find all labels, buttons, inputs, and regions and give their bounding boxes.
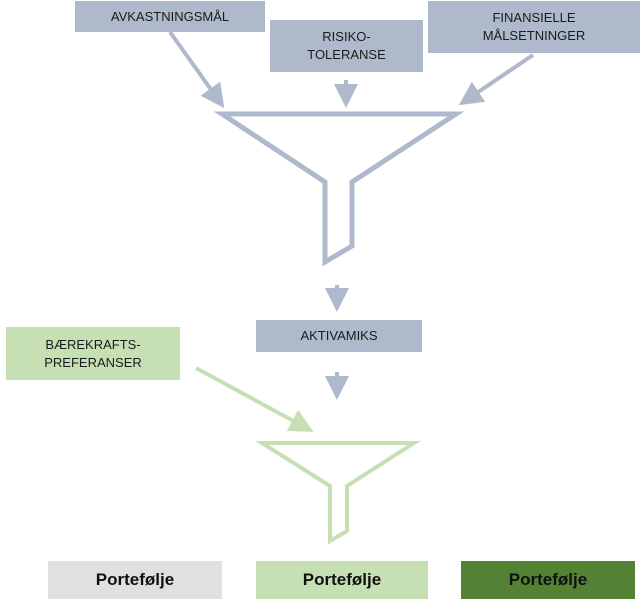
portfolio-dark-green-label: Portefølje [508, 570, 588, 589]
portfolio-light-green: Portefølje [256, 561, 428, 599]
baerekraft-box: BÆREKRAFTS- PREFERANSER [6, 327, 180, 380]
portfolio-grey-label: Portefølje [95, 570, 175, 589]
portfolio-dark-green: Portefølje [461, 561, 635, 599]
funnel-grey [213, 111, 465, 267]
arrow-finansielle [458, 53, 535, 106]
baerekraft-label-1: BÆREKRAFTS- [45, 336, 141, 352]
finansielle-label-1: FINANSIELLE [492, 10, 576, 25]
finansielle-label-2: MÅLSETNINGER [482, 28, 586, 43]
portfolio-grey: Portefølje [48, 561, 222, 599]
risikotoleranse-box: RISIKO- TOLERANSE [270, 20, 423, 72]
avkastningsmal-label: AVKASTNINGSMÅL [110, 8, 230, 24]
funnel-green [255, 441, 421, 545]
baerekraft-label-2: PREFERANSER [44, 354, 142, 370]
arrow-baerekraft [195, 366, 314, 432]
risikotoleranse-label-2: TOLERANSE [307, 47, 386, 62]
avkastningsmal-box: AVKASTNINGSMÅL [75, 1, 265, 32]
aktivamiks-label: AKTIVAMIKS [300, 328, 378, 343]
aktivamiks-box: AKTIVAMIKS [256, 320, 422, 352]
risikotoleranse-label-1: RISIKO- [322, 29, 371, 44]
portfolio-light-green-label: Portefølje [302, 570, 382, 589]
arrow-avkastning [168, 30, 225, 109]
finansielle-malsetninger-box: FINANSIELLE MÅLSETNINGER [428, 1, 640, 53]
